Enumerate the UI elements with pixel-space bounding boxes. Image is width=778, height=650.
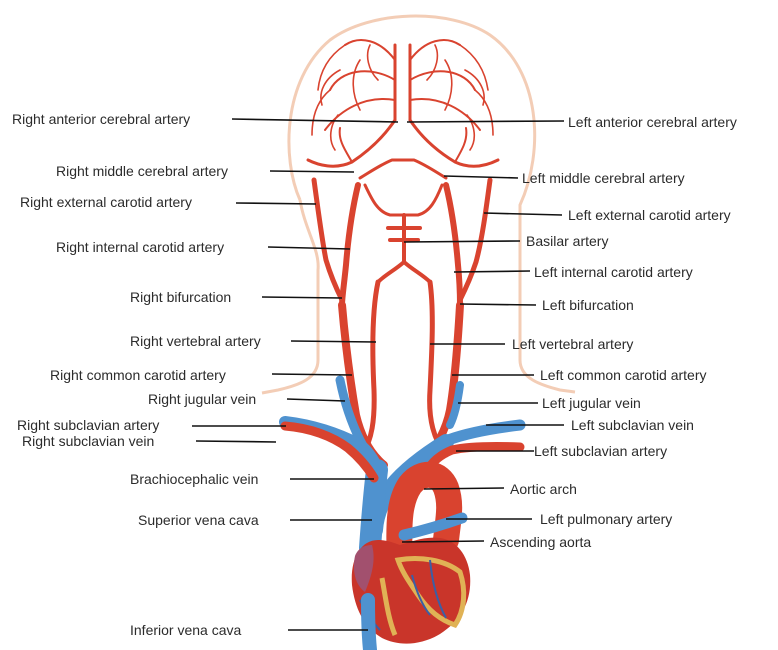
label-right-common-carotid: Right common carotid artery <box>50 367 226 383</box>
right-internal-carotid-vessel <box>342 185 358 305</box>
label-left-vertebral: Left vertebral artery <box>512 336 633 352</box>
leader-basilar <box>404 241 520 242</box>
label-left-external-carotid: Left external carotid artery <box>568 207 731 223</box>
leader-left-anterior-cerebral <box>407 121 564 122</box>
leader-right-jugular <box>287 399 345 401</box>
label-right-jugular: Right jugular vein <box>148 391 256 407</box>
label-right-anterior-cerebral: Right anterior cerebral artery <box>12 111 190 127</box>
label-left-common-carotid: Left common carotid artery <box>540 367 707 383</box>
label-right-middle-cerebral: Right middle cerebral artery <box>56 163 228 179</box>
cerebral-artery-tree <box>308 40 498 215</box>
leader-left-middle-cerebral <box>444 176 518 178</box>
inferior-vena-cava-vessel <box>368 600 370 650</box>
leader-aortic-arch <box>424 488 504 489</box>
leader-right-bifurcation <box>262 297 342 298</box>
label-right-subclavian-vein: Right subclavian vein <box>22 433 154 449</box>
leader-right-internal-carotid <box>268 247 350 249</box>
label-inferior-vena-cava: Inferior vena cava <box>130 622 241 638</box>
leader-right-middle-cerebral <box>270 171 354 172</box>
left-external-carotid-vessel <box>460 180 490 300</box>
label-right-internal-carotid: Right internal carotid artery <box>56 239 224 255</box>
leader-right-external-carotid <box>236 203 316 204</box>
label-left-subclavian-vein: Left subclavian vein <box>571 417 694 433</box>
label-left-bifurcation: Left bifurcation <box>542 297 634 313</box>
leader-left-internal-carotid <box>454 271 530 272</box>
label-right-external-carotid: Right external carotid artery <box>20 194 192 210</box>
label-left-jugular: Left jugular vein <box>542 395 641 411</box>
leader-right-common-carotid <box>272 374 352 375</box>
leader-right-anterior-cerebral <box>232 119 398 122</box>
left-internal-carotid-vessel <box>446 185 460 305</box>
label-left-pulmonary: Left pulmonary artery <box>540 511 672 527</box>
basilar-vessel <box>378 215 430 282</box>
label-brachiocephalic: Brachiocephalic vein <box>130 471 258 487</box>
label-left-anterior-cerebral: Left anterior cerebral artery <box>568 114 737 130</box>
leader-left-bifurcation <box>460 304 536 305</box>
leader-right-vertebral <box>291 341 376 342</box>
label-superior-vena-cava: Superior vena cava <box>138 512 259 528</box>
label-basilar: Basilar artery <box>526 233 608 249</box>
label-right-bifurcation: Right bifurcation <box>130 289 231 305</box>
leader-left-external-carotid <box>484 213 562 215</box>
label-left-internal-carotid: Left internal carotid artery <box>534 264 693 280</box>
label-left-subclavian-artery: Left subclavian artery <box>534 443 667 459</box>
leader-right-subclavian-vein <box>196 441 276 442</box>
label-aortic-arch: Aortic arch <box>510 481 577 497</box>
label-left-middle-cerebral: Left middle cerebral artery <box>522 170 685 186</box>
leader-ascending-aorta <box>402 541 484 542</box>
label-right-vertebral: Right vertebral artery <box>130 333 261 349</box>
label-right-subclavian-artery: Right subclavian artery <box>17 417 159 433</box>
label-ascending-aorta: Ascending aorta <box>490 534 591 550</box>
